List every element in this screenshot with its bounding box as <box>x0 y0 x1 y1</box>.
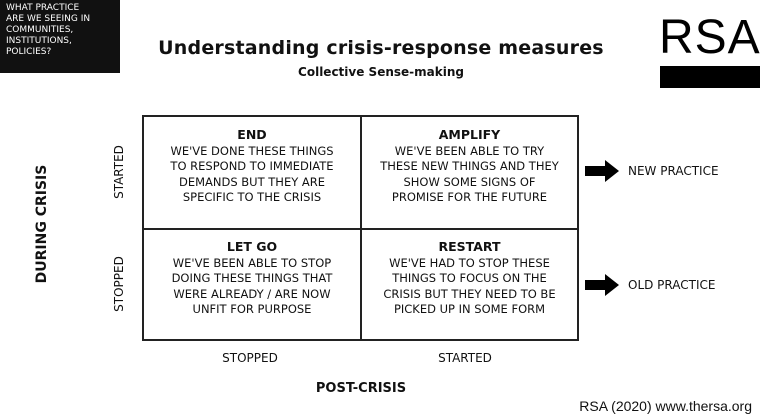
row-label-stopped: STOPPED <box>112 256 126 312</box>
corner-line: ARE WE SEEING IN <box>6 14 91 24</box>
corner-line: INSTITUTIONS, <box>6 36 72 46</box>
column-label-started: STARTED <box>438 351 492 365</box>
quadrant-text-line: WE'VE BEEN ABLE TO TRY <box>394 143 545 158</box>
quadrant-text-line: PROMISE FOR THE FUTURE <box>391 190 548 204</box>
rsa-logo: RSA <box>659 11 760 88</box>
quadrant-heading: LET GO <box>226 239 278 254</box>
quadrant-amplify: AMPLIFY WE'VE BEEN ABLE TO TRY THESE NEW… <box>362 127 577 206</box>
new-practice-label: NEW PRACTICE <box>628 164 719 178</box>
quadrant-end: END WE'VE DONE THESE THINGS TO RESPOND T… <box>144 127 360 206</box>
corner-question-box: WHAT PRACTICE ARE WE SEEING IN COMMUNITI… <box>0 0 120 73</box>
quadrant-restart: RESTART WE'VE HAD TO STOP THESE THINGS T… <box>362 239 577 318</box>
column-label-stopped: STOPPED <box>222 351 278 365</box>
old-practice-label: OLD PRACTICE <box>628 278 716 292</box>
quadrant-text-line: DOING THESE THINGS THAT <box>171 271 333 285</box>
quadrant-text-line: WERE ALREADY / ARE NOW <box>173 286 331 301</box>
quadrant-grid: END WE'VE DONE THESE THINGS TO RESPOND T… <box>142 115 579 341</box>
quadrant-let-go: LET GO WE'VE BEEN ABLE TO STOP DOING THE… <box>144 239 360 318</box>
quadrant-text-line: THINGS TO FOCUS ON THE <box>392 271 547 285</box>
vertical-axis-label: DURING CRISIS <box>34 164 50 284</box>
arrow-right-icon <box>585 274 619 296</box>
grid-divider-horizontal <box>144 228 577 230</box>
logo-bar <box>660 66 760 88</box>
page-subtitle: Collective Sense-making <box>298 65 464 79</box>
corner-line: POLICIES? <box>6 47 52 57</box>
quadrant-text-line: SHOW SOME SIGNS OF <box>403 174 536 189</box>
logo-text: RSA <box>659 11 761 64</box>
quadrant-text-line: WE'VE BEEN ABLE TO STOP <box>172 255 332 270</box>
arrow-right-icon <box>585 160 619 182</box>
quadrant-text-line: THESE NEW THINGS AND THEY <box>380 159 559 173</box>
quadrant-text-line: WE'VE HAD TO STOP THESE <box>389 255 550 270</box>
quadrant-text-line: UNFIT FOR PURPOSE <box>192 302 312 316</box>
quadrant-text-line: PICKED UP IN SOME FORM <box>393 302 546 316</box>
quadrant-text-line: CRISIS BUT THEY NEED TO BE <box>383 286 556 301</box>
quadrant-text-line: DEMANDS BUT THEY ARE <box>178 174 326 189</box>
horizontal-axis-label: POST-CRISIS <box>315 381 407 396</box>
quadrant-text-line: SPECIFIC TO THE CRISIS <box>182 190 322 204</box>
row-label-started: STARTED <box>112 145 126 199</box>
quadrant-text-line: WE'VE DONE THESE THINGS <box>170 143 334 158</box>
source-citation: RSA (2020) www.thersa.org <box>579 398 752 414</box>
corner-line: COMMUNITIES, <box>6 25 74 35</box>
quadrant-text-line: TO RESPOND TO IMMEDIATE <box>170 159 334 173</box>
corner-line: WHAT PRACTICE <box>6 3 80 13</box>
quadrant-heading: RESTART <box>438 239 501 254</box>
quadrant-heading: AMPLIFY <box>438 127 501 142</box>
page-title: Understanding crisis-response measures <box>158 37 604 59</box>
quadrant-heading: END <box>237 127 267 142</box>
